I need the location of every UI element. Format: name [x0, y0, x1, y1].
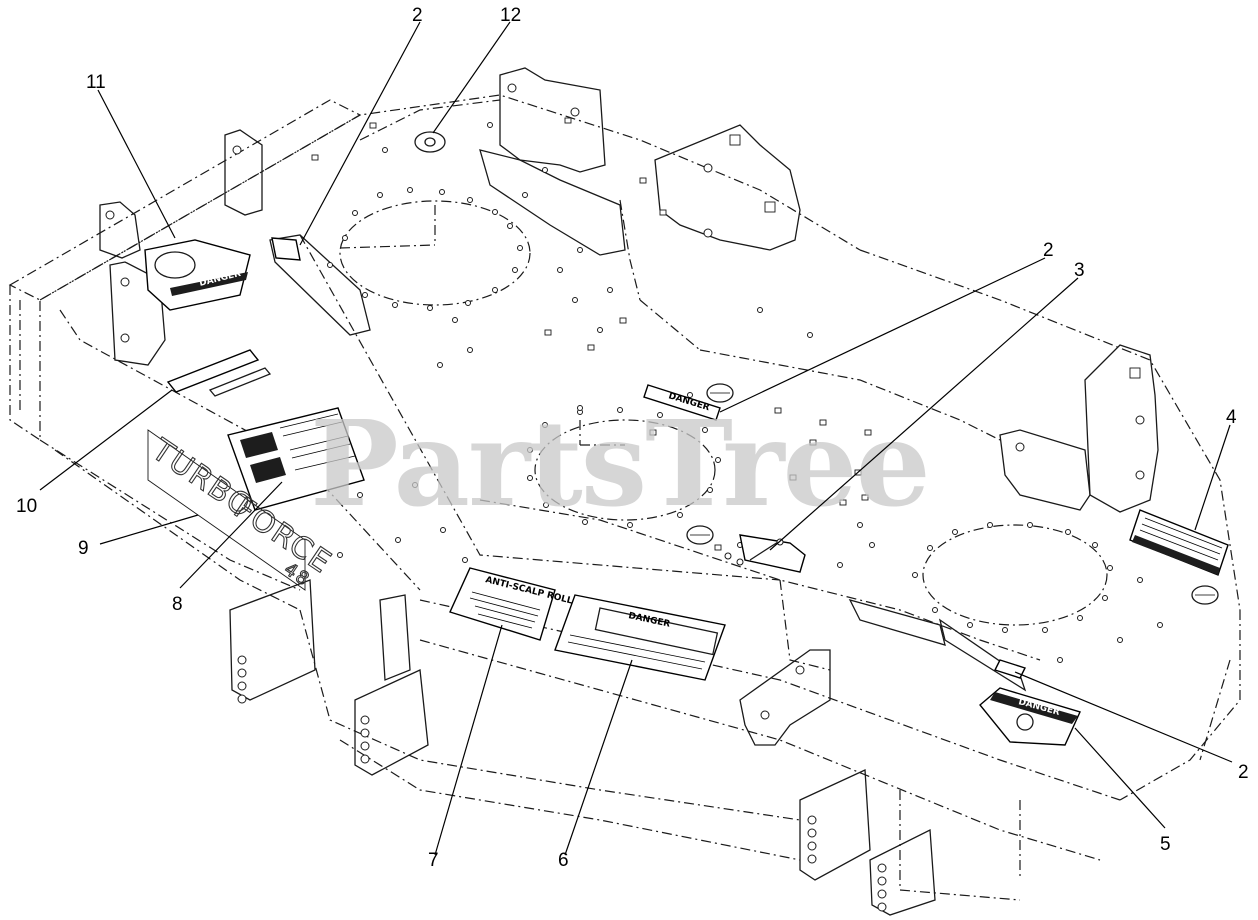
- decal-3-latch: [724, 534, 806, 573]
- right-chamber-outline: [922, 524, 1108, 626]
- callout-12[interactable]: 12: [500, 5, 521, 26]
- blade-chambers: [339, 200, 1108, 626]
- plug-right: [1191, 585, 1219, 605]
- callouts: 2 12 11 2 3 4 10 9 8 7 6 5 2: [16, 5, 1249, 871]
- decal-2-mid: DANGER: [643, 384, 721, 421]
- plugs: [414, 131, 1219, 605]
- callout-11[interactable]: 11: [86, 72, 106, 93]
- decal-2-right: [994, 659, 1026, 679]
- decal-4-caution: [1129, 509, 1229, 576]
- decal-10-height-indicator: [166, 349, 272, 397]
- leader-lines: [39, 21, 1233, 856]
- plug-12: [414, 131, 446, 153]
- callout-10[interactable]: 10: [16, 496, 37, 517]
- decal-2-top: [271, 237, 301, 261]
- left-chamber-outline: [339, 200, 531, 306]
- front-hangers: [229, 579, 1027, 916]
- callout-4[interactable]: 4: [1226, 407, 1237, 428]
- deck-outline: [8, 94, 1241, 901]
- decal-5-danger: DANGER: [979, 687, 1081, 746]
- callout-8[interactable]: 8: [172, 594, 183, 615]
- decal-11-danger: DANGER: [144, 239, 251, 311]
- callout-9[interactable]: 9: [78, 538, 89, 559]
- deck-holes: [311, 117, 1163, 663]
- callout-5[interactable]: 5: [1160, 834, 1171, 855]
- brackets: [99, 67, 1159, 513]
- callout-7[interactable]: 7: [428, 850, 439, 871]
- callout-2-right[interactable]: 2: [1238, 762, 1249, 783]
- plug-center: [686, 525, 714, 545]
- callout-2-top[interactable]: 2: [412, 5, 423, 26]
- center-chamber-outline: [534, 419, 716, 521]
- decal-8-warning: [227, 407, 365, 511]
- plug-mid: [706, 383, 734, 403]
- callout-6[interactable]: 6: [558, 850, 569, 871]
- callout-2-mid[interactable]: 2: [1043, 240, 1054, 261]
- callout-3[interactable]: 3: [1074, 260, 1085, 281]
- decal-6-danger: DANGER: [554, 594, 726, 681]
- watermark: PartsTree: [310, 394, 929, 533]
